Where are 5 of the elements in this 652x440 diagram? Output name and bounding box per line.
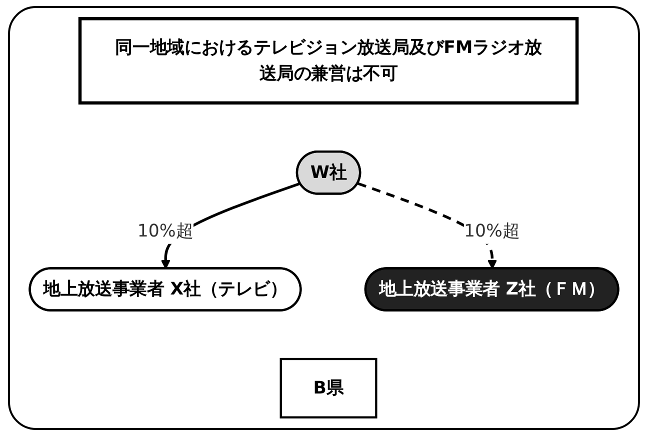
edge-label: 10%超 (464, 220, 520, 241)
arrow (357, 182, 497, 270)
node-box: B県 (280, 358, 378, 418)
edge-label: 10%超 (137, 220, 194, 241)
node-box: 同一地域におけるテレビジョン放送局及びFMラジオ放送局の兼営は不可 (78, 17, 579, 105)
